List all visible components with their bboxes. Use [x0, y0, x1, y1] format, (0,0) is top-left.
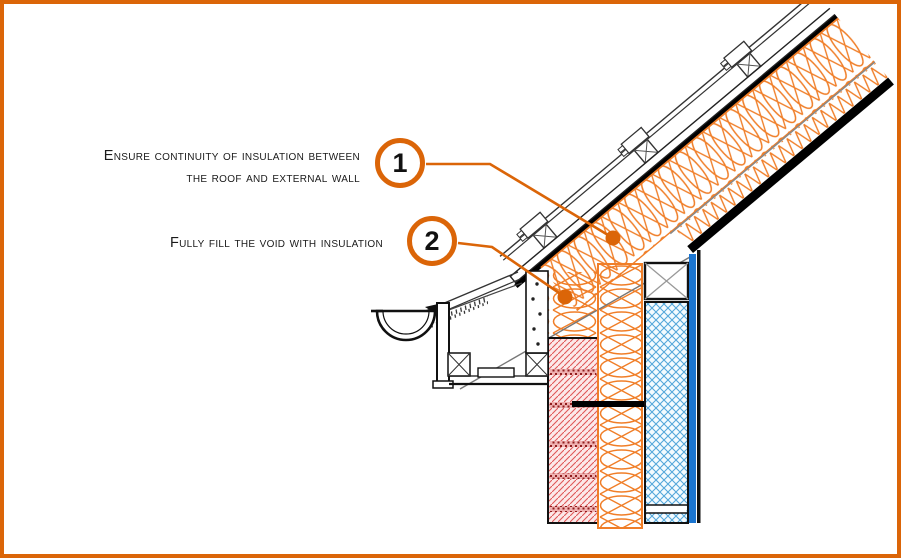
- leader-line-2: [457, 241, 566, 299]
- fascia-board: [436, 302, 450, 386]
- internal-lining-line: [697, 250, 701, 523]
- roof-tile-line-upper: [499, 0, 836, 257]
- wall-plate-x: [644, 262, 689, 300]
- cavity-insulation: [598, 264, 642, 528]
- rafter-insulation-bottom-edge: [576, 40, 900, 312]
- gutter-inner-line: [382, 310, 430, 335]
- soffit-bearer-timber: [525, 352, 549, 377]
- rafter-insulation: [540, 0, 899, 311]
- roof-membrane-line: [514, 0, 858, 289]
- wall-tie: [572, 401, 678, 407]
- roof-tile-line-lower: [502, 0, 839, 261]
- leader-line-1: [426, 162, 614, 240]
- mortar-joint: [549, 441, 597, 447]
- under-rafter-line: [669, 45, 895, 235]
- note-1-line-1: Ensure continuity of insulation between: [103, 148, 360, 164]
- inner-leaf-block: [644, 301, 689, 524]
- block-bed-joint: [646, 505, 687, 513]
- mortar-joint: [549, 369, 597, 375]
- gutter: [375, 309, 437, 342]
- mortar-joint: [549, 473, 597, 479]
- note-2-line-1: Fully fill the void with insulation: [169, 235, 383, 251]
- cavity-insulation-outline: [597, 263, 643, 529]
- note-1-text: Ensure continuity of insulation between …: [104, 145, 360, 189]
- eaves-assembly: [371, 270, 549, 389]
- brick-outer-leaf: [547, 337, 599, 524]
- eaves-dotted-board: [525, 270, 549, 354]
- note-2-text: Fully fill the void with insulation: [170, 232, 383, 254]
- callout-2-number: 2: [424, 225, 440, 256]
- insulation-dot-1: [605, 230, 621, 246]
- callout-1-badge: 1: [375, 138, 425, 188]
- eaves-rafter-line: [445, 282, 523, 312]
- roof-assembly: [499, 0, 901, 312]
- tile-clip-and-batten-3: [719, 40, 762, 79]
- soffit-vent-strip: [477, 367, 515, 378]
- rafter-insulation-top-edge: [540, 0, 864, 269]
- soffit-bearer-timber: [447, 352, 471, 377]
- callout-2-badge: 2: [407, 216, 457, 266]
- under-rafter-insulation: [676, 0, 901, 245]
- external-wall: [547, 250, 701, 529]
- sarking-board: [509, 0, 858, 284]
- callout-1-number: 1: [392, 147, 408, 178]
- insulation-dot-2: [557, 289, 573, 305]
- annotation-leaders: [426, 162, 621, 305]
- mortar-joint: [549, 506, 597, 512]
- note-1-line-2: the roof and external wall: [186, 170, 360, 186]
- plasterboard-line: [687, 61, 901, 254]
- internal-finish-strip: [689, 254, 696, 523]
